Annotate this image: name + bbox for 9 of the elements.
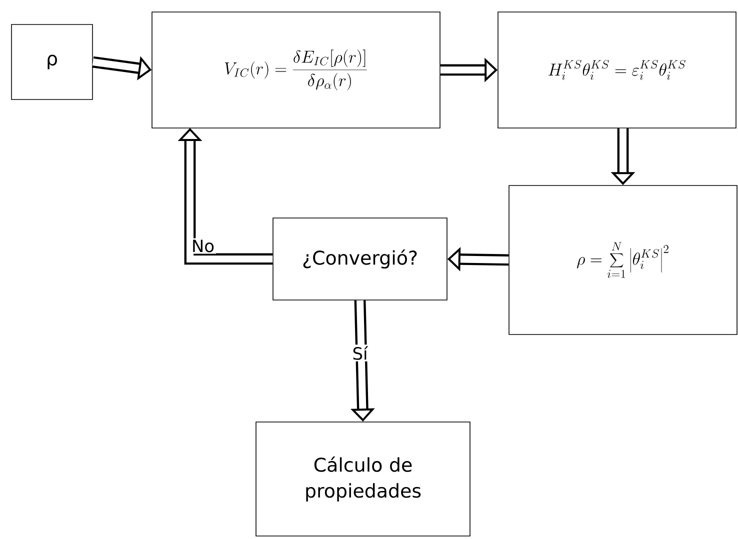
process-box: $V_{IC}(r) = \frac{\delta E_{IC}[\rho(r)]}{\delta\rho_{\alpha}(r)}$: [152, 12, 440, 128]
process-box: $H_i^{KS}\theta_i^{KS} = \varepsilon_i^{KS}\theta_i^{KS}$: [498, 12, 736, 128]
process-box: Cálculo de propiedades: [256, 422, 470, 536]
process-box: ρ: [11, 24, 93, 100]
edge-label: No: [190, 238, 216, 254]
process-box: $\rho = \sum_{i=1}^{N}\left|\theta_i^{KS}\right|^2$: [508, 185, 738, 335]
block-arrow: [178, 128, 273, 265]
edge-label: Sí: [350, 344, 370, 362]
process-box: ¿Convergió?: [272, 218, 448, 300]
